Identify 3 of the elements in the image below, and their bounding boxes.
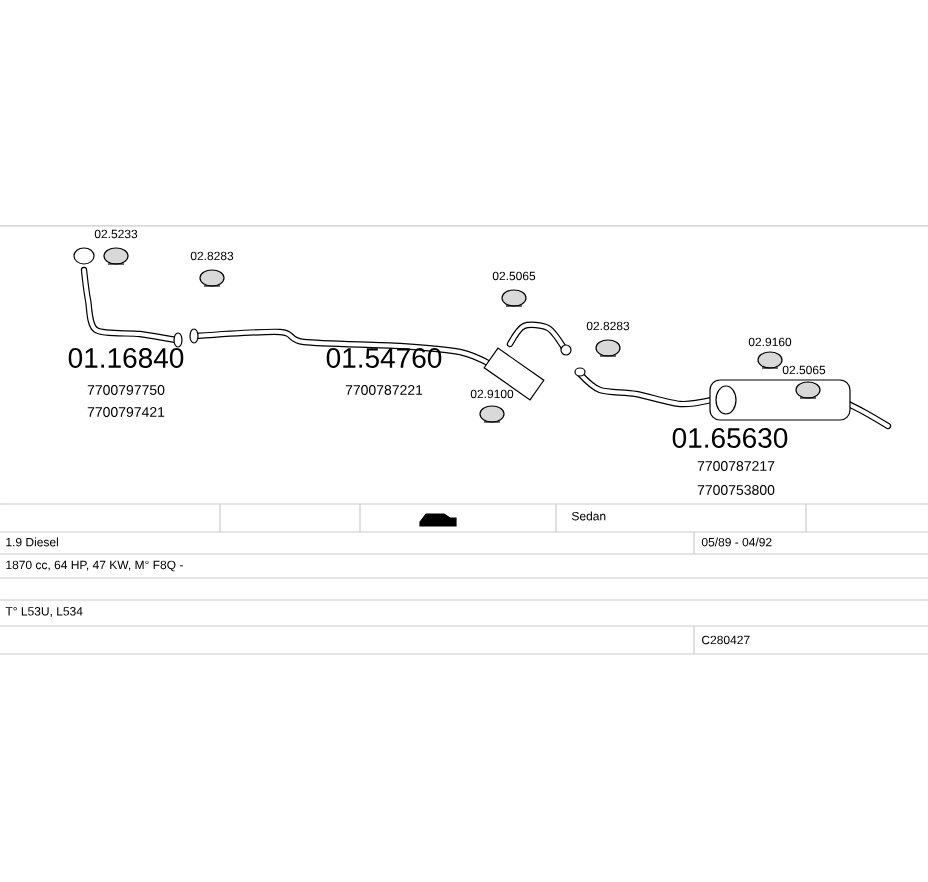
part-number: 01.16840: [68, 348, 184, 368]
part-number: 01.54760: [326, 348, 442, 368]
part-number: 01.65630: [672, 428, 788, 448]
